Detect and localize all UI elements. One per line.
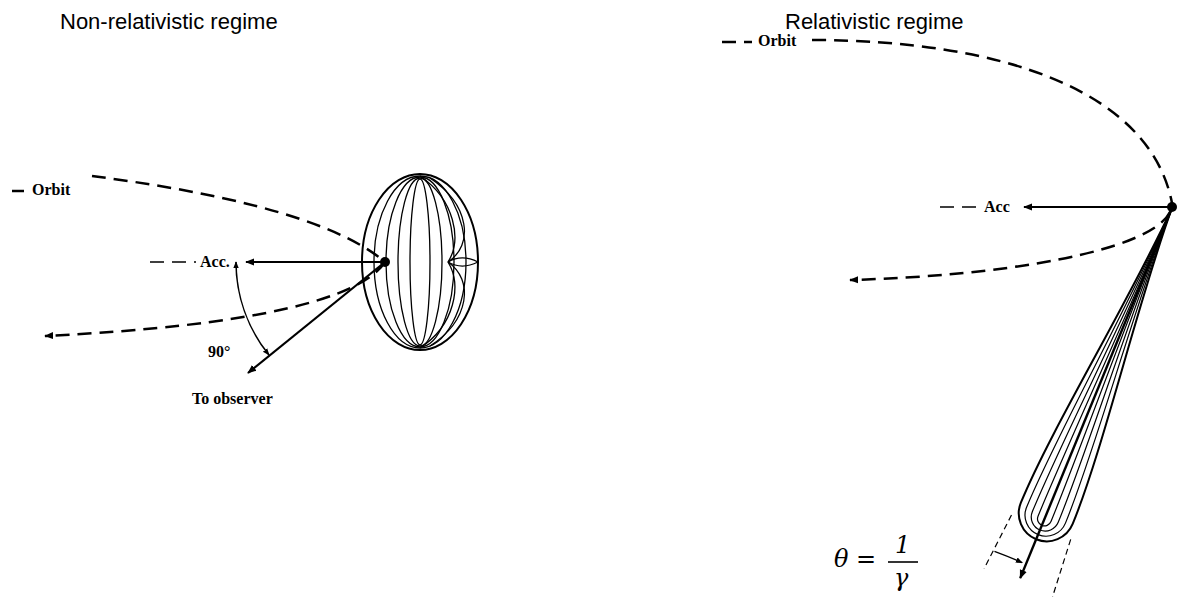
charge-dot xyxy=(380,257,390,267)
panel-title: Non-relativistic regime xyxy=(60,10,278,34)
observer-label: To observer xyxy=(190,390,275,408)
orbit-label: Orbit xyxy=(756,32,798,50)
panel-title: Relativistic regime xyxy=(785,10,964,34)
charge-dot xyxy=(1167,202,1177,212)
fraction-numerator: 1 xyxy=(895,532,910,558)
beamed-lobe xyxy=(984,194,1182,597)
fraction-bar xyxy=(888,561,918,563)
angle-symbol: θ = xyxy=(834,546,876,572)
acceleration-arrow xyxy=(1024,206,1170,208)
orbit-right xyxy=(722,40,1172,280)
orbit-label: Orbit xyxy=(30,181,72,199)
fraction-denominator: γ xyxy=(894,565,908,591)
acceleration-label: Acc xyxy=(982,198,1012,216)
acceleration-label: Acc. xyxy=(198,253,232,271)
orbit-left xyxy=(12,176,385,336)
angle-label: 90° xyxy=(206,343,232,361)
vectors-left xyxy=(236,262,385,373)
